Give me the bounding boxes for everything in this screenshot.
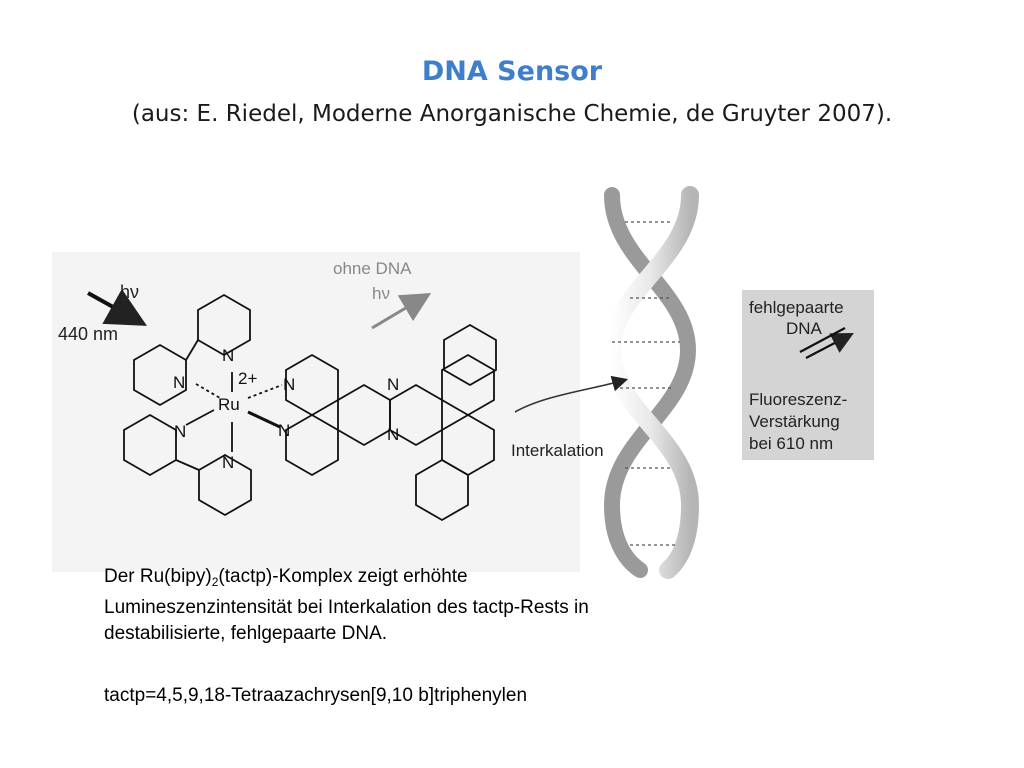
tactp-definition: tactp=4,5,9,18-Tetraazachrysen[9,10 b]tr… — [104, 685, 528, 706]
intercalation-arrow — [514, 375, 629, 413]
atom-n-5: N — [283, 375, 295, 394]
outgoing-light-arrow — [371, 292, 432, 330]
box-line-3: Fluoreszenz- — [749, 390, 847, 409]
atom-n-7: N — [387, 375, 399, 394]
caption-part-2: (tactp)-Komplex zeigt erhöhte — [218, 566, 468, 587]
box-line-2: DNA — [786, 319, 823, 338]
dna-helix — [602, 186, 700, 579]
atom-n-3: N — [174, 422, 186, 441]
slide-title: DNA Sensor — [421, 56, 603, 87]
slide-subtitle: (aus: E. Riedel, Moderne Anorganische Ch… — [131, 101, 893, 127]
interkalation-label: Interkalation — [511, 441, 604, 460]
ohne-dna-label: ohne DNA — [333, 259, 412, 278]
box-line-4: Verstärkung — [749, 412, 840, 431]
box-line-5: bei 610 nm — [749, 434, 833, 453]
atom-n-8: N — [387, 425, 399, 444]
caption-subscript: 2 — [211, 575, 219, 589]
ruthenium-atom: Ru — [218, 395, 240, 414]
hv-out-label: hν — [372, 284, 390, 303]
caption-line-3: destabilisierte, fehlgepaarte DNA. — [104, 623, 388, 644]
charge-label: 2+ — [238, 369, 257, 388]
hv-in-label: hν — [120, 282, 139, 302]
atom-n-6: N — [278, 421, 290, 440]
atom-n-2: N — [173, 373, 185, 392]
box-line-1: fehlgepaarte — [749, 298, 844, 317]
caption-line-2: Lumineszenzintensität bei Interkalation … — [104, 597, 589, 618]
atom-n-1: N — [222, 346, 234, 365]
wavelength-in-label: 440 nm — [58, 324, 118, 344]
caption-part-1: Der Ru(bipy) — [104, 566, 212, 587]
caption: Der Ru(bipy)2(tactp)-Komplex zeigt erhöh… — [104, 564, 804, 647]
fluorescence-box — [742, 290, 874, 460]
incoming-light-arrow — [87, 288, 147, 326]
caption-line-1: Der Ru(bipy)2(tactp)-Komplex zeigt erhöh… — [104, 564, 804, 595]
atom-n-4: N — [222, 453, 234, 472]
ru-complex-structure — [123, 293, 497, 522]
